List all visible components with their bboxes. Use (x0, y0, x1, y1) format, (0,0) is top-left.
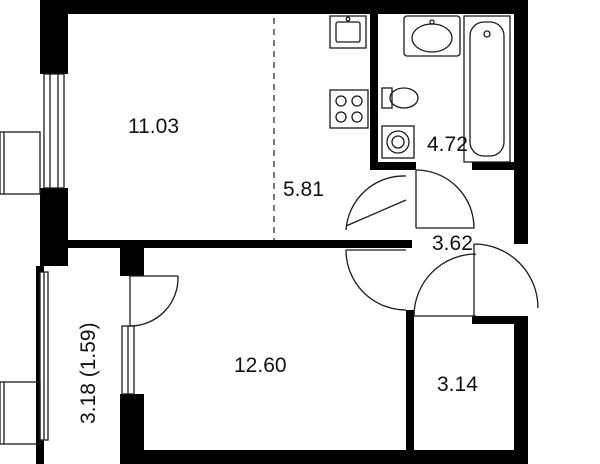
wall-bottom (120, 450, 528, 464)
closet-area: 3.14 (437, 373, 478, 396)
window-icon (39, 271, 49, 441)
fixtures (329, 15, 511, 163)
wall-bath-bottom-right (472, 162, 528, 170)
wall-right (514, 0, 528, 244)
wall-bedroom-left-top (120, 248, 144, 276)
washbasin-icon (403, 15, 461, 57)
door-icon (129, 275, 179, 327)
living-room-area: 11.03 (128, 115, 179, 138)
bedroom-area: 12.60 (234, 354, 287, 377)
sink-icon (329, 15, 367, 49)
stove-icon (329, 89, 369, 129)
wall-top (40, 0, 528, 14)
balcony-area: 3.18 (1.59) (77, 322, 100, 424)
kitchen-area: 5.81 (283, 178, 324, 201)
doors (129, 169, 539, 327)
area-labels: 11.03 5.81 4.72 3.62 12.60 3.14 3.18 (1.… (77, 115, 478, 424)
window-sill-upper (0, 131, 41, 195)
window-icon (121, 325, 135, 395)
wall-right-lower (514, 318, 528, 464)
door-icon (415, 169, 475, 229)
bathtub-icon (463, 15, 511, 163)
wall-bath-bottom (370, 162, 416, 170)
wall-left-upper (40, 0, 68, 74)
wall-bath-left (370, 14, 378, 170)
wall-left-middle (40, 188, 68, 266)
door-icon (345, 175, 407, 231)
wall-bedroom-left-bottom (120, 394, 144, 464)
hallway-area: 3.62 (432, 232, 473, 255)
washing-machine-icon (381, 125, 415, 159)
window-icon (43, 73, 65, 189)
bathroom-area: 4.72 (427, 133, 468, 156)
door-icon (345, 249, 407, 311)
wall-living-bedroom (40, 240, 412, 248)
windows (0, 73, 135, 445)
walls (36, 0, 528, 464)
door-icon (413, 253, 477, 317)
door-icon (473, 243, 539, 316)
wall-closet-top (472, 316, 528, 324)
window-sill-lower (0, 381, 41, 445)
wall-closet-left (406, 310, 414, 464)
toilet-icon (381, 87, 419, 109)
